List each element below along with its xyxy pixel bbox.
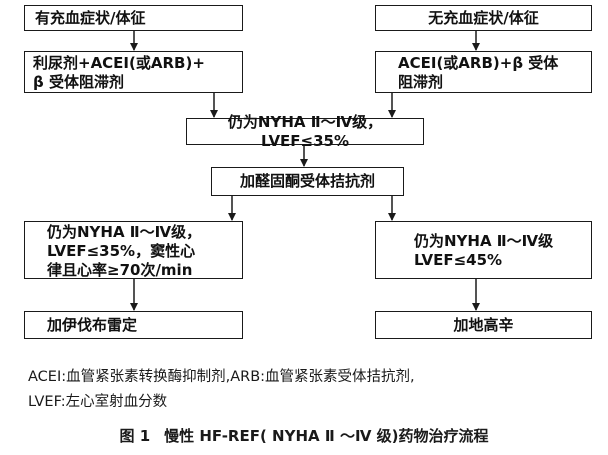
cond-left-line3: 律且心率≥70次/min [47, 261, 193, 279]
drugs-left-line2: β 受体阻滞剂 [33, 73, 124, 91]
box-ivabradine: 加伊伐布雷定 [24, 311, 243, 339]
box-drugs-left: 利尿剂+ACEI(或ARB)+ β 受体阻滞剂 [24, 51, 243, 93]
box-cond-right: 仍为NYHA Ⅱ～Ⅳ级 LVEF≤45% [375, 221, 592, 279]
cond-left-line2: LVEF≤35%，窦性心 [47, 242, 196, 260]
cond-right-line2: LVEF≤45% [414, 251, 503, 269]
box-symptoms-yes: 有充血症状/体征 [24, 5, 243, 31]
nyha-check-label: 仍为NYHA Ⅱ～Ⅳ级，LVEF≤35% [227, 112, 383, 150]
ivabradine-label: 加伊伐布雷定 [47, 315, 138, 334]
symptoms-no-label: 无充血症状/体征 [428, 8, 539, 27]
figure-caption: 图 1 慢性 HF-REF( NYHA Ⅱ ～Ⅳ 级)药物治疗流程 [0, 425, 608, 446]
symptoms-yes-label: 有充血症状/体征 [35, 8, 146, 27]
box-digoxin: 加地高辛 [375, 311, 592, 339]
figure-title: 慢性 HF-REF( NYHA Ⅱ ～Ⅳ 级)药物治疗流程 [164, 427, 489, 445]
drugs-right-line2: 阻滞剂 [398, 73, 444, 91]
drugs-left-line1: 利尿剂+ACEI(或ARB)+ [33, 54, 205, 72]
box-drugs-right: ACEI(或ARB)+β 受体 阻滞剂 [375, 51, 592, 93]
box-cond-left: 仍为NYHA Ⅱ～Ⅳ级， LVEF≤35%，窦性心 律且心率≥70次/min [24, 221, 243, 279]
cond-left-line1: 仍为NYHA Ⅱ～Ⅳ级， [47, 223, 202, 241]
digoxin-label: 加地高辛 [453, 315, 514, 334]
abbreviation-note-1: ACEI:血管紧张素转换酶抑制剂,ARB:血管紧张素受体拮抗剂, [28, 369, 415, 385]
aldosterone-label: 加醛固酮受体拮抗剂 [239, 172, 375, 190]
box-aldosterone: 加醛固酮受体拮抗剂 [211, 167, 404, 196]
drugs-right-line1: ACEI(或ARB)+β 受体 [398, 54, 559, 72]
cond-right-line1: 仍为NYHA Ⅱ～Ⅳ级 [414, 232, 554, 250]
box-nyha-check: 仍为NYHA Ⅱ～Ⅳ级，LVEF≤35% [186, 113, 424, 150]
figure-label: 图 1 [119, 427, 151, 445]
abbreviation-note-2: LVEF:左心室射血分数 [28, 394, 168, 410]
box-symptoms-no: 无充血症状/体征 [375, 5, 592, 31]
